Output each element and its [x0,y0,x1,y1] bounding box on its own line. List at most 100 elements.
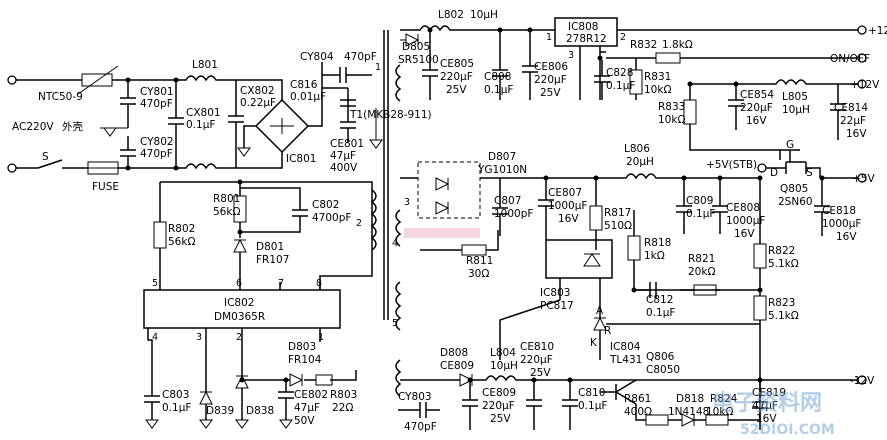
r823-ref: R823 [768,297,795,309]
c828-ref: C828 [606,67,633,79]
t1-pin-3: 3 [404,197,410,208]
input-section: NTC50-9 AC220V 外壳 S FUSE CY801 470pF CY8… [7,51,383,193]
l806-val: 20μH [626,156,654,168]
ce819-val: 47μF [752,400,778,412]
d808-ref: D808 [440,347,468,359]
ce802-volt: 50V [294,415,315,427]
c810-ref: C810 [578,387,605,399]
cx802-ref: CX802 [240,85,275,97]
q806-val: C8050 [646,364,680,376]
ic808-pin-1: 1 [546,32,552,43]
r803-resistor [315,374,333,386]
cy804-val: 470pF [344,51,377,63]
r833-resistor [683,99,697,125]
ce814-val: 22μF [840,115,866,127]
tl431-pin-r: R [604,325,611,337]
d801-val: FR107 [256,254,289,266]
c816-ref: C816 [290,79,318,91]
r803-ref: R803 [330,389,357,401]
ce854-val: 220μF [740,102,773,114]
r824-resistor [705,414,729,426]
ic801-ref: IC801 [286,153,316,165]
ce801-volt: 400V [330,162,358,174]
tl431-pin-a: A [596,305,604,317]
ce818-ref: CE818 [822,205,856,217]
ce802-ref: CE802 [294,389,328,401]
cy802-ref: CY802 [140,136,174,148]
watermark-text: 电子资料网 [712,391,822,416]
r861-val: 400Ω [624,406,652,418]
r821-resistor [693,284,717,296]
c812-val: 0.1μF [646,307,675,319]
r822-resistor [753,243,767,269]
bridge-rectifier [254,98,310,154]
ic802-pin-7: 7 [278,278,284,289]
t1-ref: T1(MKB28-911) [349,109,432,121]
cx801-val: 0.1μF [186,119,215,131]
c802-val: 4700pF [312,212,351,224]
q805-ref: Q805 [780,183,808,195]
ce818-volt: 16V [836,231,857,243]
l802-val: 10μH [470,9,498,21]
l804-ref: L804 [490,347,516,359]
ce801-val: 47μF [330,150,356,162]
c816-val: 0.01μF [290,91,326,103]
ce805-ref: CE805 [440,58,474,70]
c812-ref: C812 [646,294,673,306]
r824-ref: R824 [710,393,738,405]
ac-terminal-bottom [7,163,17,173]
c802-ref: C802 [312,199,339,211]
cy804-ref: CY804 [300,51,334,63]
tl431-pin-k: K [590,337,598,349]
r861-ref: R861 [624,393,651,405]
r832-val: 1.8kΩ [662,39,693,51]
ce806-val: 220μF [534,74,567,86]
c808-ref: C808 [484,71,511,83]
r811-val: 30Ω [468,268,489,280]
ic808-ref: IC808 [568,21,598,33]
r818-ref: R818 [644,237,671,249]
ce805-volt: 25V [446,84,467,96]
cy802-val: 470pF [140,148,173,160]
c803-ref: C803 [162,389,189,401]
c828-val: 0.1μF [606,80,635,92]
cy801-val: 470pF [140,98,173,110]
l805-ref: L805 [782,91,808,103]
ic808-pin-2: 2 [620,32,626,43]
output-plus12-mid: +12V [850,79,880,91]
q806-ref: Q806 [646,351,675,363]
r833-val: 10kΩ [658,114,685,126]
ic802-pin-3: 3 [196,332,202,343]
ce810-volt: 25V [530,367,551,379]
r821-val: 20kΩ [688,266,715,278]
r861-resistor [645,414,669,426]
c807-val: 1000pF [494,208,533,220]
ce854-volt: 16V [746,115,767,127]
r811-ref: R811 [466,255,493,267]
l802-ref: L802 [438,9,464,21]
cy801-ref: CY801 [140,86,174,98]
r817-ref: R817 [604,207,631,219]
d805-val: SR5100 [398,54,439,66]
watermark-stripe [404,228,480,238]
ic804-val: TL431 [609,354,642,366]
ce801-ref: CE801 [330,138,364,150]
r802-ref: R802 [168,223,195,235]
ce854-ref: CE854 [740,89,774,101]
d839-ref: D839 [206,405,234,417]
ac-terminal-top [7,75,17,85]
junctions [125,27,825,383]
r831-val: 10kΩ [644,84,671,96]
r801-val: 56kΩ [213,206,240,218]
c810-val: 0.1μF [578,400,607,412]
minus12-section: D808 CE809 L804 10μH -12V CE809 220μF 25… [400,341,875,430]
ic803-val: PC817 [540,300,574,312]
ce814-volt: 16V [846,128,867,140]
ce810-ref: CE810 [520,341,554,353]
c809-ref: C809 [686,195,713,207]
ic808-val: 278R12 [566,33,607,45]
ic803-ref: IC803 [540,287,570,299]
output-plus12-top: +12V [868,25,887,37]
ac-input-label: AC220V [12,121,54,133]
